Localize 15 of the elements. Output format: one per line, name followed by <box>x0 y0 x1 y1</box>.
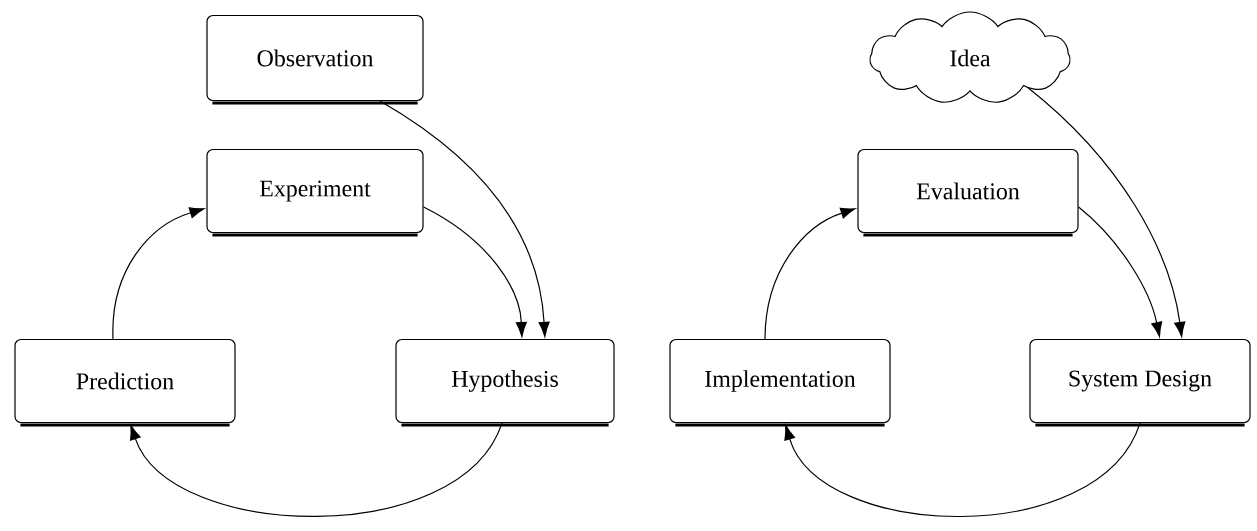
process-box: Hypothesis <box>395 338 615 427</box>
process-box: System Design <box>1029 338 1251 427</box>
process-box: Experiment <box>206 148 424 237</box>
process-box: Observation <box>206 14 424 105</box>
process-box: Prediction <box>14 338 236 427</box>
arrow <box>130 422 503 518</box>
arrow <box>379 100 550 337</box>
arrow <box>784 422 1141 518</box>
process-box: Implementation <box>669 338 891 427</box>
arrow <box>764 207 856 340</box>
arrow <box>1027 87 1186 337</box>
arrow <box>423 206 527 337</box>
process-box: Evaluation <box>857 148 1079 237</box>
arrow <box>1078 206 1163 337</box>
arrow <box>112 207 205 340</box>
